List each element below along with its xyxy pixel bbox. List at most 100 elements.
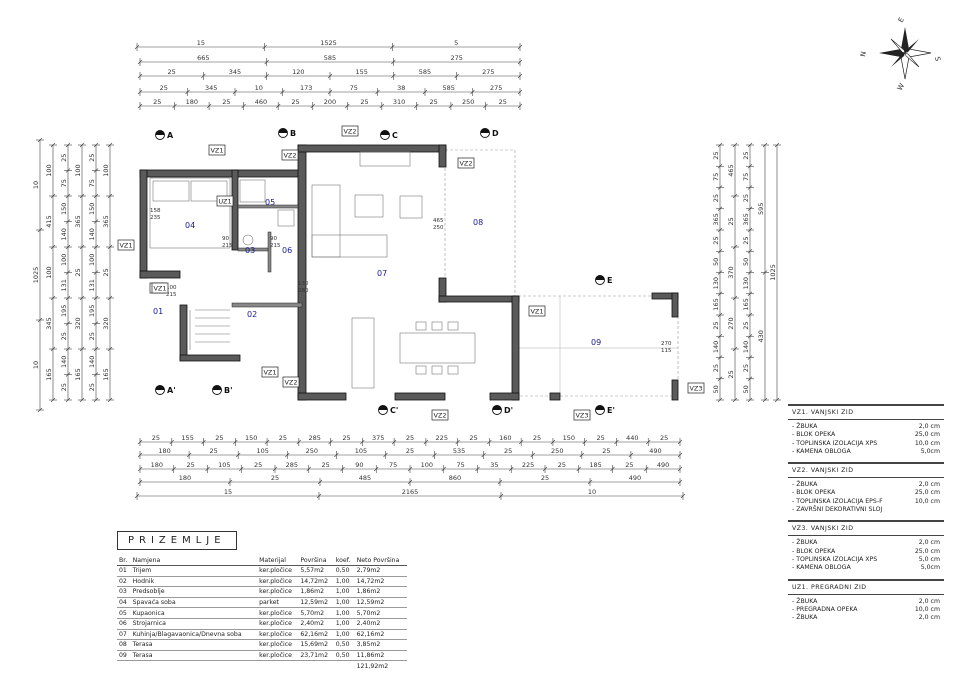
svg-text:VZ1: VZ1 — [153, 285, 166, 293]
svg-text:D': D' — [504, 406, 513, 415]
svg-text:VZ3: VZ3 — [575, 412, 588, 420]
right-dim-inner3-label: 130 — [712, 277, 720, 289]
bottom-dim-3-label: 25 — [625, 461, 633, 469]
room-labels: 01 02 03 04 05 06 07 08 09 1002159021515… — [150, 198, 672, 354]
bottom-dim-3-label: 490 — [657, 461, 669, 469]
right-dim-inner-label: 25 — [742, 321, 750, 329]
table-cell: Strojarnica — [130, 618, 258, 630]
room-label-07: 07 — [377, 269, 387, 278]
left-dim-inner-label: 75 — [60, 179, 68, 187]
right-dim-inner3-label: 25 — [712, 364, 720, 372]
table-cell: Kuhinja/Blagavaonica/Dnevna soba — [130, 629, 258, 641]
top-dim-4-label: 10 — [255, 84, 263, 92]
table-cell: 15,69m2 — [298, 639, 334, 651]
compass-north-label: E — [897, 16, 906, 24]
table-cell: Trijem — [130, 565, 258, 577]
table-cell: 14,72m2 — [354, 576, 407, 588]
top-dim-2-label: 585 — [324, 54, 336, 62]
wall-layer-name: - BLOK OPEKA — [792, 547, 836, 555]
wall-layer-name: - ŽBUKA — [792, 423, 818, 430]
top-dim-5-label: 310 — [393, 98, 405, 106]
svg-text:C': C' — [390, 406, 398, 415]
svg-text:VZ1: VZ1 — [210, 147, 223, 155]
room-schedule-title: PRIZEMLJE — [117, 531, 237, 550]
top-dim-5-label: 25 — [360, 98, 368, 106]
bottom-dim-2-label: 25 — [209, 447, 217, 455]
svg-text:VZ1: VZ1 — [263, 369, 276, 377]
bottom-dim-1-label: 285 — [308, 434, 320, 442]
top-dim-4-label: 345 — [205, 84, 217, 92]
bottom-dim-3-label: 25 — [186, 461, 194, 469]
left-dim-inner3-label: 195 — [88, 305, 96, 317]
left-dim-inner-label: 100 — [60, 254, 68, 266]
svg-text:D: D — [492, 129, 499, 138]
furniture — [149, 151, 476, 389]
table-cell: Kupaonica — [130, 607, 258, 619]
wall-layer-name: - ŽBUKA — [792, 614, 818, 622]
wall-tag-vz3: VZ3 — [687, 382, 705, 394]
bottom-dim-1-label: 25 — [342, 434, 350, 442]
wall-tag-vz3: VZ3 — [573, 409, 591, 421]
left-dim-inner4-label: 320 — [102, 317, 110, 329]
room-label-03: 03 — [245, 246, 255, 255]
wall-tag-vz2: VZ2 — [341, 125, 359, 137]
right-dim-inner2-label: 25 — [727, 370, 735, 378]
wall-layer-thickness: 5,0cm — [920, 564, 940, 572]
left-dim-inner4-label: 165 — [102, 368, 110, 380]
compass-west-label: N — [859, 51, 868, 58]
table-cell: 5,70m2 — [298, 607, 334, 619]
wall-layer-thickness: 25,0 cm — [914, 489, 940, 497]
bottom-dim-4-label: 860 — [449, 474, 461, 482]
wall-tag-vz1: VZ1 — [261, 366, 279, 378]
wall-legend-title: VZ3. VANJSKI ZID — [788, 521, 944, 537]
top-dim-4-label: 38 — [397, 84, 405, 92]
wall-layer-name: - KAMENA OBLOGA — [792, 447, 851, 455]
bottom-dim-3-label: 185 — [589, 461, 601, 469]
right-dim-inner2-label: 25 — [727, 217, 735, 225]
right-dim-inner3-label: 365 — [712, 213, 720, 225]
top-dim-5-label: 200 — [324, 98, 336, 106]
room-label-09: 09 — [591, 338, 601, 347]
wall-layer-thickness: 2,0 cm — [918, 481, 940, 489]
left-dim-inner-label: 25 — [60, 332, 68, 340]
bottom-dim-3-label: 25 — [321, 461, 329, 469]
left-dim-outer-label: 10 — [32, 361, 40, 369]
section-marker: B' — [212, 385, 233, 395]
table-header-cell: Namjena — [130, 556, 258, 566]
table-cell: Hodnik — [130, 576, 258, 588]
section-marker: A' — [155, 385, 176, 395]
wall-tag-vz1: VZ1 — [528, 305, 546, 317]
table-cell: 2,79m2 — [354, 565, 407, 577]
table-cell: 05 — [117, 607, 131, 619]
bottom-dim-1-label: 375 — [372, 434, 384, 442]
left-dim-inner-label: 140 — [60, 356, 68, 368]
section-marker: B — [278, 128, 296, 138]
table-cell: 02 — [117, 576, 131, 588]
room-size-06: 90 — [270, 236, 277, 242]
table-cell: 0,50 — [333, 650, 355, 662]
terrace-outlines — [444, 149, 679, 397]
room-size-01: 100 — [166, 285, 177, 291]
right-dim-inner3-label: 75 — [712, 173, 720, 181]
left-dim-inner2-label: 100 — [74, 164, 82, 176]
bottom-dim-4-label: 490 — [629, 474, 641, 482]
right-dim-inner3-label: 25 — [712, 194, 720, 202]
table-cell: ker.pločice — [257, 618, 299, 630]
bottom-dim-1-label: 150 — [245, 434, 257, 442]
top-dim-2-label: 665 — [197, 54, 209, 62]
left-dim-outer-label: 10 — [32, 181, 40, 189]
right-dim-inner3-label: 25 — [712, 151, 720, 159]
right-dim-mid-label: 595 — [757, 203, 765, 215]
svg-text:A: A — [167, 131, 174, 140]
svg-text:VZ2: VZ2 — [459, 160, 472, 168]
compass-south-label: W — [896, 82, 906, 92]
svg-text:VZ3: VZ3 — [689, 385, 702, 393]
right-dim-mid-label: 430 — [757, 330, 765, 342]
left-dim-mid-label: 100 — [45, 266, 53, 278]
bottom-dim-2-label: 25 — [406, 447, 414, 455]
table-header-cell: koef. — [333, 556, 355, 566]
